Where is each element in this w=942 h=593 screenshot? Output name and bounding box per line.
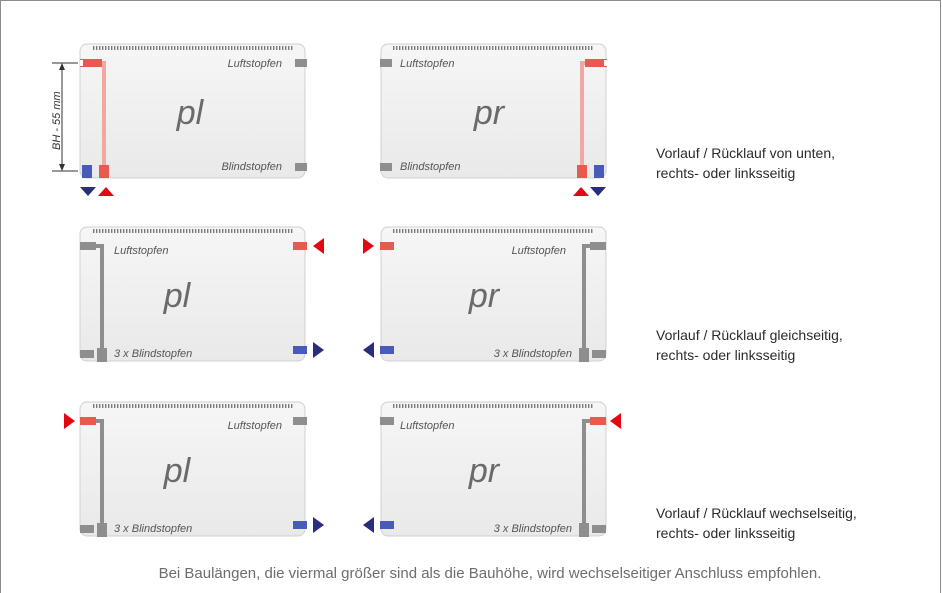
return-arrow-icon (313, 517, 324, 533)
radiator-row3-right: Luftstopfen 3 x Blindstopfen pr (363, 401, 621, 537)
radiator-panel (79, 401, 306, 537)
radiator-panel (79, 43, 306, 179)
flow-connector-icon (293, 242, 307, 250)
blind-plug-icon (579, 523, 589, 537)
footer-note: Bei Baulängen, die viermal größer sind a… (158, 565, 822, 582)
return-arrow-icon (313, 342, 324, 358)
blind-plug-label: 3 x Blindstopfen (114, 348, 192, 360)
flow-connector-icon (99, 165, 109, 178)
variant-label: pr (468, 277, 501, 315)
return-arrow-icon (590, 187, 606, 196)
air-plug-label: Luftstopfen (228, 58, 282, 70)
flow-arrow-icon (573, 187, 589, 196)
return-arrow-icon (363, 342, 374, 358)
return-connector-icon (380, 521, 394, 529)
blind-plug-icon (579, 348, 589, 362)
radiator-row2-left: Luftstopfen 3 x Blindstopfen pl (79, 226, 324, 362)
air-plug-label: Luftstopfen (400, 420, 454, 432)
blind-plug-icon (97, 348, 107, 362)
radiator-grill (92, 46, 293, 50)
radiator-grill (393, 46, 594, 50)
frame-right-border (940, 0, 941, 593)
return-arrow-icon (80, 187, 96, 196)
variant-label: pl (176, 94, 205, 132)
row3-description-line2: rechts- oder linksseitig (656, 525, 796, 541)
flow-arrow-icon (363, 238, 374, 254)
blind-plug-icon (80, 525, 94, 533)
variant-label: pl (163, 452, 192, 490)
row3-description-line1: Vorlauf / Rücklauf wechselseitig, (656, 505, 857, 521)
radiator-grill (393, 404, 594, 408)
blind-plug-icon (97, 523, 107, 537)
flow-connector-icon (577, 165, 587, 178)
radiator-panel (79, 226, 306, 362)
blind-plug-label: 3 x Blindstopfen (114, 523, 192, 535)
air-plug-icon (380, 417, 394, 425)
height-dimension: BH - 55 mm (51, 62, 78, 172)
row2-description: Vorlauf / Rücklauf gleichseitig, rechts-… (656, 325, 926, 365)
blind-plug-icon (592, 350, 606, 358)
air-plug-icon (80, 242, 96, 250)
row1-description-line2: rechts- oder linksseitig (656, 165, 796, 181)
blind-plug-label: 3 x Blindstopfen (494, 523, 572, 535)
blind-plug-icon (80, 350, 94, 358)
return-arrow-icon (363, 517, 374, 533)
row1-description: Vorlauf / Rücklauf von unten, rechts- od… (656, 143, 926, 183)
air-plug-icon (380, 59, 392, 67)
air-plug-icon (590, 242, 606, 250)
flow-arrow-icon (98, 187, 114, 196)
air-plug-label: Luftstopfen (400, 58, 454, 70)
blind-plug-label: 3 x Blindstopfen (494, 348, 572, 360)
air-plug-label: Luftstopfen (228, 420, 282, 432)
variant-label: pr (468, 452, 501, 490)
row2-description-line1: Vorlauf / Rücklauf gleichseitig, (656, 327, 843, 343)
row1-description-line1: Vorlauf / Rücklauf von unten, (656, 145, 835, 161)
radiator-panel (380, 401, 607, 537)
flow-arrow-icon (313, 238, 324, 254)
radiator-row1-right: Luftstopfen Blindstopfen pr (380, 43, 607, 196)
blind-plug-label: Blindstopfen (400, 161, 461, 173)
radiator-row3-left: Luftstopfen 3 x Blindstopfen pl (64, 401, 324, 537)
air-plug-icon (293, 417, 307, 425)
variant-label: pl (163, 277, 192, 315)
air-plug-icon (295, 59, 307, 67)
flow-connector-icon (80, 417, 96, 425)
radiator-grill (393, 229, 594, 233)
blind-plug-icon (295, 163, 307, 171)
air-plug-label: Luftstopfen (512, 245, 566, 257)
flow-arrow-icon (64, 413, 75, 429)
blind-plug-label: Blindstopfen (221, 161, 282, 173)
return-connector-icon (82, 165, 92, 178)
variant-label: pr (473, 94, 506, 132)
radiator-row1-left: Luftstopfen Blindstopfen pl (79, 43, 307, 196)
return-connector-icon (293, 346, 307, 354)
frame-top-border (0, 0, 941, 1)
row2-description-line2: rechts- oder linksseitig (656, 347, 796, 363)
radiator-panel (380, 43, 607, 179)
blind-plug-icon (592, 525, 606, 533)
return-connector-icon (594, 165, 604, 178)
blind-plug-icon (380, 163, 392, 171)
radiator-row2-right: Luftstopfen 3 x Blindstopfen pr (363, 226, 607, 362)
dimension-label: BH - 55 mm (51, 91, 63, 150)
frame-left-border (0, 0, 1, 593)
return-connector-icon (293, 521, 307, 529)
radiator-panel (380, 226, 607, 362)
return-connector-icon (380, 346, 394, 354)
flow-connector-icon (590, 417, 606, 425)
flow-arrow-icon (610, 413, 621, 429)
radiator-grill (92, 404, 293, 408)
row3-description: Vorlauf / Rücklauf wechselseitig, rechts… (656, 503, 926, 543)
radiator-grill (92, 229, 293, 233)
flow-connector-icon (80, 59, 102, 67)
flow-connector-icon (380, 242, 394, 250)
flow-connector-icon (585, 59, 607, 67)
air-plug-label: Luftstopfen (114, 245, 168, 257)
